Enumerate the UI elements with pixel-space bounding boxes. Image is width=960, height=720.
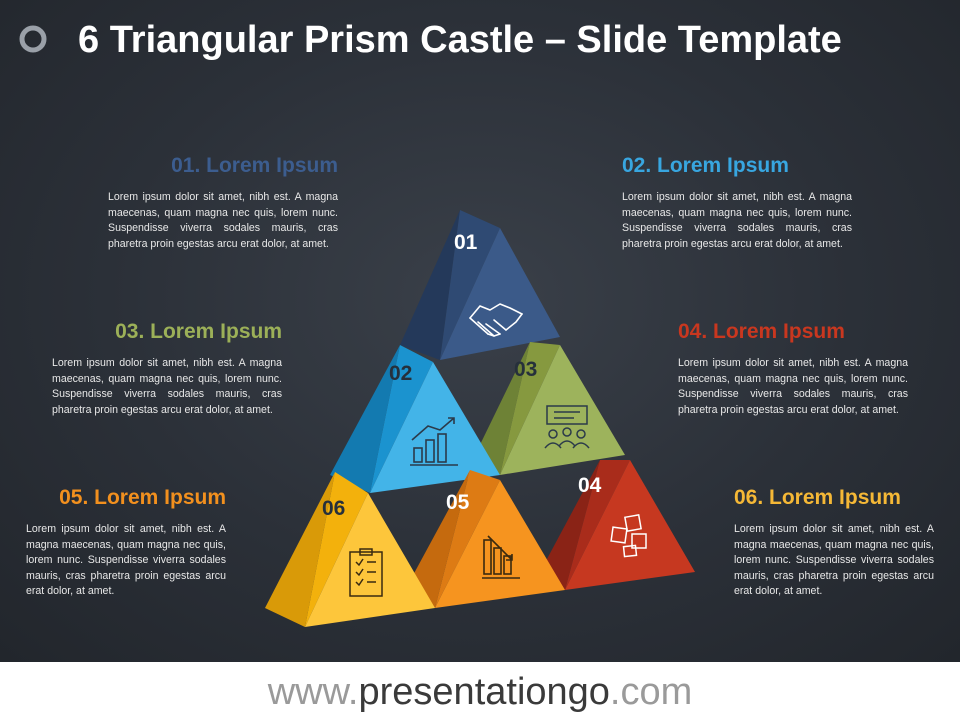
- prism-02-number: 02: [389, 362, 412, 385]
- item-01-body: Lorem ipsum dolor sit amet, nibh est. A …: [108, 191, 338, 250]
- item-02-heading: 02. Lorem Ipsum: [622, 154, 789, 177]
- bar-chart-down-icon: [482, 535, 520, 579]
- prism-04: [540, 460, 695, 590]
- prism-06: [265, 472, 435, 627]
- logo-ring-icon: [19, 25, 47, 53]
- item-03-body: Lorem ipsum dolor sit amet, nibh est. A …: [52, 357, 282, 416]
- prism-03: [475, 342, 625, 475]
- item-06-heading: 06. Lorem Ipsum: [734, 486, 901, 509]
- footer-url[interactable]: www.presentationgo.com: [0, 670, 960, 714]
- slide: 6 Triangular Prism Castle – Slide Templa…: [0, 0, 960, 662]
- item-06-body: Lorem ipsum dolor sit amet, nibh est. A …: [734, 523, 934, 597]
- prism-01: [400, 210, 560, 360]
- prism-01-number: 01: [454, 231, 478, 254]
- prism-05-number: 05: [446, 491, 470, 514]
- item-05-heading: 05. Lorem Ipsum: [59, 486, 226, 509]
- item-02-body: Lorem ipsum dolor sit amet, nibh est. A …: [622, 191, 852, 250]
- prism-05: [405, 470, 565, 608]
- checklist-icon: [349, 548, 383, 597]
- prism-06-number: 06: [322, 497, 345, 520]
- footer-url-suffix: .com: [609, 671, 693, 713]
- footer-url-prefix: www.: [267, 671, 359, 713]
- bar-chart-up-icon: [410, 417, 458, 466]
- item-01-heading: 01. Lorem Ipsum: [171, 154, 338, 177]
- sticky-notes-icon: [610, 514, 647, 558]
- prism-castle-diagram: 01 02 03 04 05 06: [265, 210, 695, 627]
- prism-02: [330, 345, 500, 493]
- item-04-heading: 04. Lorem Ipsum: [678, 320, 845, 343]
- item-04-body: Lorem ipsum dolor sit amet, nibh est. A …: [678, 357, 908, 416]
- prism-04-number: 04: [578, 474, 602, 497]
- handshake-icon: [469, 303, 523, 337]
- footer: www.presentationgo.com: [0, 662, 960, 720]
- footer-url-main: presentationgo: [358, 671, 610, 713]
- slide-title: 6 Triangular Prism Castle – Slide Templa…: [78, 19, 842, 61]
- meeting-icon: [544, 405, 590, 449]
- item-03-heading: 03. Lorem Ipsum: [115, 320, 282, 343]
- prism-03-number: 03: [514, 358, 537, 381]
- item-05-body: Lorem ipsum dolor sit amet, nibh est. A …: [26, 523, 226, 597]
